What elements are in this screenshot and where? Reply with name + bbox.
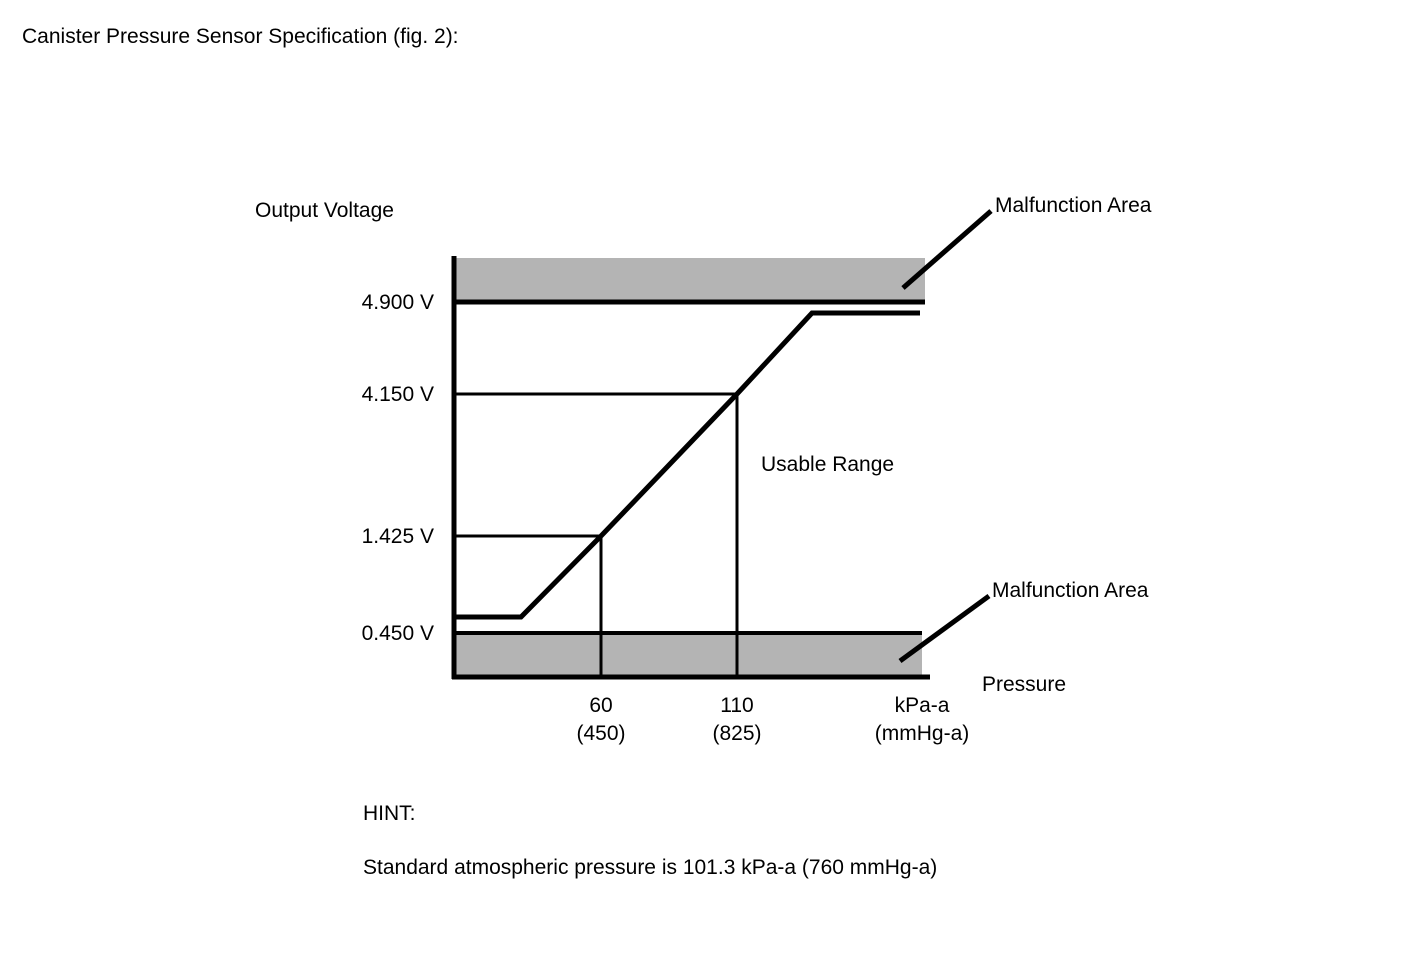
malfunction-area-upper-label: Malfunction Area [995, 194, 1152, 217]
hint-label: HINT: [363, 802, 416, 825]
x-tick-label-60kpa: 60 (450) [521, 692, 681, 748]
x-unit-secondary: (mmHg-a) [874, 722, 970, 745]
x-tick-60kpa-secondary: (450) [576, 722, 626, 745]
x-tick-label-units: kPa-a (mmHg-a) [842, 692, 1002, 748]
x-tick-110kpa-primary: 110 [720, 694, 754, 717]
x-tick-label-110kpa: 110 (825) [657, 692, 817, 748]
leader-line-malfunction-upper [901, 209, 993, 290]
y-axis-title: Output Voltage [255, 199, 394, 222]
y-tick-label-4900mv: 4.900 V [361, 291, 434, 314]
y-tick-label-450mv: 0.450 V [361, 622, 434, 645]
malfunction-area-lower-band [452, 634, 922, 678]
hint-text: Standard atmospheric pressure is 101.3 k… [363, 856, 938, 879]
x-tick-60kpa-primary: 60 [589, 694, 613, 717]
malfunction-area-lower-label: Malfunction Area [992, 579, 1149, 602]
sensor-output-curve [453, 310, 920, 620]
malfunction-area-upper-band [452, 258, 925, 302]
y-tick-label-4150mv: 4.150 V [361, 383, 434, 406]
usable-range-label: Usable Range [761, 453, 895, 476]
leader-line-malfunction-lower [898, 593, 991, 664]
y-tick-label-1425mv: 1.425 V [361, 525, 434, 548]
page-title: Canister Pressure Sensor Specification (… [22, 25, 459, 48]
x-tick-110kpa-secondary: (825) [712, 722, 762, 745]
x-unit-primary: kPa-a [894, 694, 950, 717]
x-axis-title: Pressure [982, 673, 1067, 696]
